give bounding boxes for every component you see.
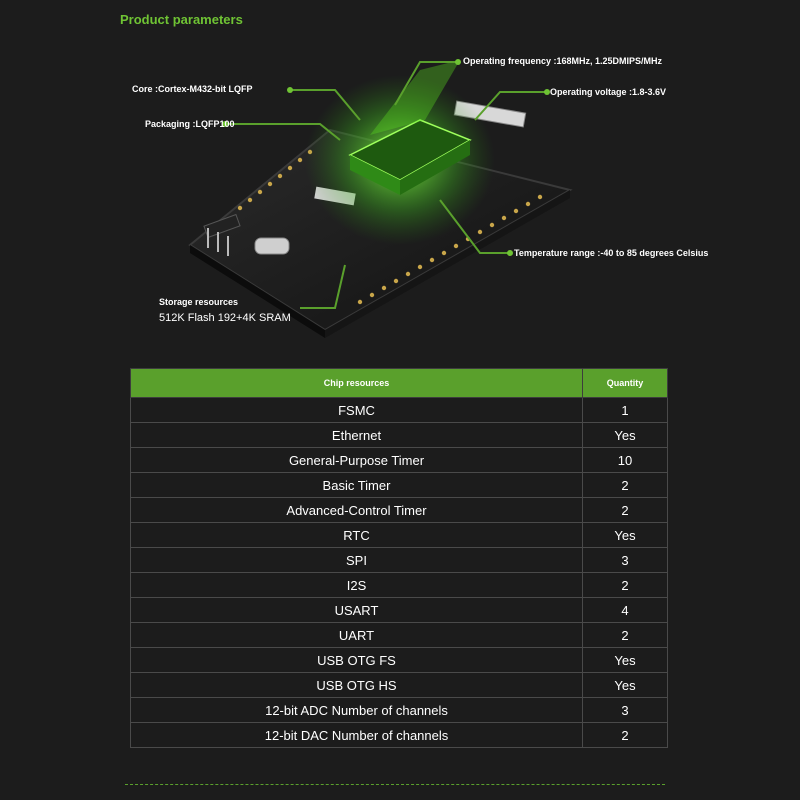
core-callout: Core :Cortex-M432-bit LQFP	[132, 84, 253, 94]
resource-name: USART	[130, 597, 583, 623]
header-chip-resources: Chip resources	[130, 368, 583, 398]
table-header-row: Chip resources Quantity	[130, 368, 668, 398]
resource-quantity: 10	[582, 447, 668, 473]
resource-quantity: 4	[582, 597, 668, 623]
resource-name: UART	[130, 622, 583, 648]
resource-name: FSMC	[130, 397, 583, 423]
resource-quantity: 2	[582, 572, 668, 598]
resource-name: SPI	[130, 547, 583, 573]
resource-quantity: 2	[582, 622, 668, 648]
dashed-divider	[125, 784, 665, 785]
storage-label: Storage resources	[159, 297, 239, 307]
frequency-callout: Operating frequency :168MHz, 1.25DMIPS/M…	[463, 56, 663, 66]
resource-name: Advanced-Control Timer	[130, 497, 583, 523]
resource-quantity: 2	[582, 472, 668, 498]
resource-name: USB OTG FS	[130, 647, 583, 673]
page-title: Product parameters	[120, 12, 243, 27]
resource-quantity: Yes	[582, 672, 668, 698]
resource-quantity: 2	[582, 722, 668, 748]
callout-dots	[222, 59, 550, 256]
resource-name: General-Purpose Timer	[130, 447, 583, 473]
resource-quantity: Yes	[582, 522, 668, 548]
resource-quantity: 3	[582, 697, 668, 723]
resource-quantity: 2	[582, 497, 668, 523]
resource-quantity: Yes	[582, 647, 668, 673]
header-quantity: Quantity	[582, 368, 668, 398]
resource-name: Basic Timer	[130, 472, 583, 498]
resource-quantity: Yes	[582, 422, 668, 448]
resource-name: USB OTG HS	[130, 672, 583, 698]
storage-callout: Storage resources 512K Flash 192+4K SRAM	[159, 296, 291, 324]
resource-name: 12-bit DAC Number of channels	[130, 722, 583, 748]
voltage-callout: Operating voltage :1.8-3.6V	[550, 87, 667, 97]
board-diagram: Core :Cortex-M432-bit LQFP Packaging :LQ…	[0, 40, 800, 340]
resource-name: I2S	[130, 572, 583, 598]
resource-name: RTC	[130, 522, 583, 548]
packaging-callout: Packaging :LQFP100	[145, 119, 235, 129]
chip-glow	[305, 60, 495, 245]
resource-name: Ethernet	[130, 422, 583, 448]
callout-lines	[225, 61, 547, 309]
resource-name: 12-bit ADC Number of channels	[130, 697, 583, 723]
resource-quantity: 3	[582, 547, 668, 573]
temperature-callout: Temperature range :-40 to 85 degrees Cel…	[514, 248, 709, 258]
dev-board-image	[188, 59, 573, 338]
storage-value: 512K Flash 192+4K SRAM	[159, 312, 291, 324]
resource-quantity: 1	[582, 397, 668, 423]
